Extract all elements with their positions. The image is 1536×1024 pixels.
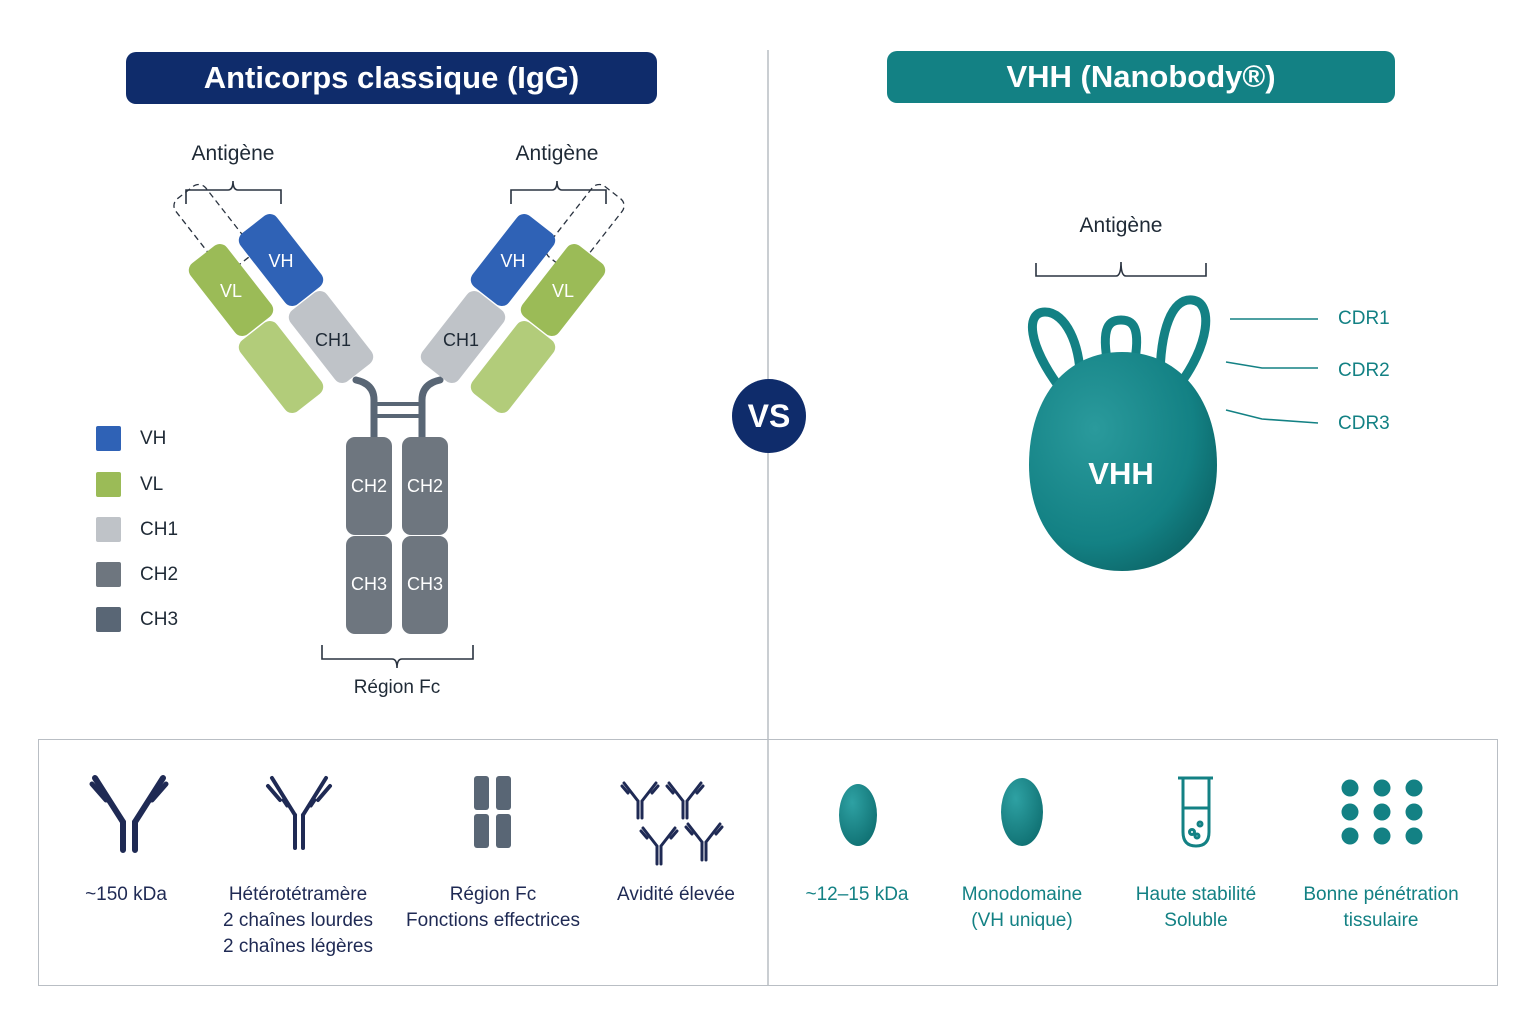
vl-label-right: VL — [552, 281, 574, 301]
feature-igg-avidity: Avidité élevée — [617, 882, 735, 908]
dots-grid-icon — [1341, 779, 1423, 845]
antigen-label-right: Antigène — [515, 142, 599, 165]
feature-text: (VH unique) — [971, 910, 1073, 931]
cdr1-label: CDR1 — [1338, 308, 1390, 329]
vhh-body — [1029, 352, 1217, 571]
vs-label: VS — [747, 397, 791, 434]
multiple-antibodies-icon — [620, 781, 724, 866]
cdr2-label: CDR2 — [1338, 360, 1390, 381]
single-domain-icon — [1001, 778, 1043, 846]
feature-vhh-size: ~12–15 kDa — [806, 882, 909, 908]
feature-text: tissulaire — [1343, 910, 1419, 931]
feature-text: Monodomaine — [961, 884, 1083, 905]
igg-title: Anticorps classique (IgG) — [203, 60, 580, 95]
ch3-label-left: CH3 — [351, 574, 387, 594]
cdr3-label: CDR3 — [1338, 413, 1390, 434]
cl-domain-left — [238, 321, 324, 413]
vhh-label: VHH — [1088, 456, 1153, 491]
feature-text: Hétérotétramère — [228, 884, 368, 905]
vs-badge: VS — [732, 379, 806, 453]
legend-swatch-ch1 — [96, 517, 121, 542]
legend-swatch-vh — [96, 426, 121, 451]
fc-region-icon — [474, 776, 511, 848]
ch2-label-right: CH2 — [407, 476, 443, 496]
antigen-bracket-left — [185, 180, 282, 204]
feature-text: Avidité élevée — [617, 884, 735, 905]
vhh-antigen-bracket — [1035, 261, 1207, 277]
legend-label-ch1: CH1 — [140, 518, 179, 540]
vhh-title-banner: VHH (Nanobody®) — [887, 51, 1395, 103]
hinge-region — [352, 376, 444, 442]
cl-domain-right — [470, 321, 556, 413]
legend-item-vl: VL — [96, 472, 163, 497]
vh-domain-right — [470, 214, 556, 306]
vhh-antigen-label: Antigène — [1079, 214, 1163, 237]
ch3-label-right: CH3 — [407, 574, 443, 594]
vhh-title: VHH (Nanobody®) — [1006, 59, 1276, 94]
vh-label-right: VH — [500, 251, 525, 271]
feature-text: 2 chaînes légères — [223, 936, 373, 957]
test-tube-icon — [1178, 776, 1213, 848]
feature-text: ~150 kDa — [85, 884, 167, 905]
small-vhh-icon — [839, 784, 877, 846]
vl-domain-left — [188, 244, 274, 336]
vl-domain-right — [520, 244, 606, 336]
vh-domain-left — [238, 214, 324, 306]
legend-swatch-ch3 — [96, 607, 121, 632]
feature-vhh-stability: Haute stabilité Soluble — [1136, 882, 1256, 934]
ch3-domain-right — [402, 536, 448, 634]
legend-item-vh: VH — [96, 426, 166, 451]
legend-swatch-ch2 — [96, 562, 121, 587]
ch1-domain-left — [288, 291, 374, 383]
igg-antibody-icon — [89, 775, 169, 853]
feature-text: ~12–15 kDa — [805, 884, 909, 905]
igg-title-banner: Anticorps classique (IgG) — [126, 52, 657, 104]
legend-label-ch2: CH2 — [140, 563, 179, 585]
antigen-label-left: Antigène — [191, 142, 275, 165]
fab-arm-right — [420, 183, 625, 413]
legend-label-ch3: CH3 — [140, 608, 179, 630]
ch2-label-left: CH2 — [351, 476, 387, 496]
legend-swatch-vl — [96, 472, 121, 497]
feature-text: Soluble — [1164, 910, 1228, 931]
ch1-domain-right — [420, 291, 506, 383]
feature-text: 2 chaînes lourdes — [223, 910, 373, 931]
ch2-domain-right — [402, 437, 448, 535]
legend-item-ch3: CH3 — [96, 607, 178, 632]
ch3-domain-left — [346, 536, 392, 634]
feature-text: Bonne pénétration — [1303, 884, 1459, 905]
ch2-domain-left — [346, 437, 392, 535]
vl-label-left: VL — [220, 281, 242, 301]
feature-text: Région Fc — [449, 884, 537, 905]
ch1-label-left: CH1 — [315, 330, 351, 350]
ch1-label-right: CH1 — [443, 330, 479, 350]
feature-text: Haute stabilité — [1135, 884, 1257, 905]
fab-arm-left — [173, 183, 374, 413]
legend-item-ch1: CH1 — [96, 517, 178, 542]
fc-region-label: Région Fc — [353, 677, 441, 698]
features-panel — [38, 739, 1498, 986]
fc-bracket — [321, 645, 474, 669]
feature-vhh-monodomain: Monodomaine (VH unique) — [962, 882, 1082, 934]
heterotetramer-icon — [266, 776, 332, 850]
legend-label-vh: VH — [140, 427, 167, 449]
legend-item-ch2: CH2 — [96, 562, 178, 587]
antigen-bracket-right — [510, 180, 607, 204]
feature-text: Fonctions effectrices — [406, 910, 580, 931]
cdr-loops — [1028, 295, 1211, 393]
feature-igg-size: ~150 kDa — [85, 882, 167, 908]
feature-igg-fc: Région Fc Fonctions effectrices — [406, 882, 580, 934]
feature-igg-structure: Hétérotétramère 2 chaînes lourdes 2 chaî… — [223, 882, 373, 960]
feature-vhh-penetration: Bonne pénétration tissulaire — [1303, 882, 1458, 934]
cdr-leader-lines — [1225, 318, 1319, 424]
legend-label-vl: VL — [140, 473, 164, 495]
vh-label-left: VH — [268, 251, 293, 271]
